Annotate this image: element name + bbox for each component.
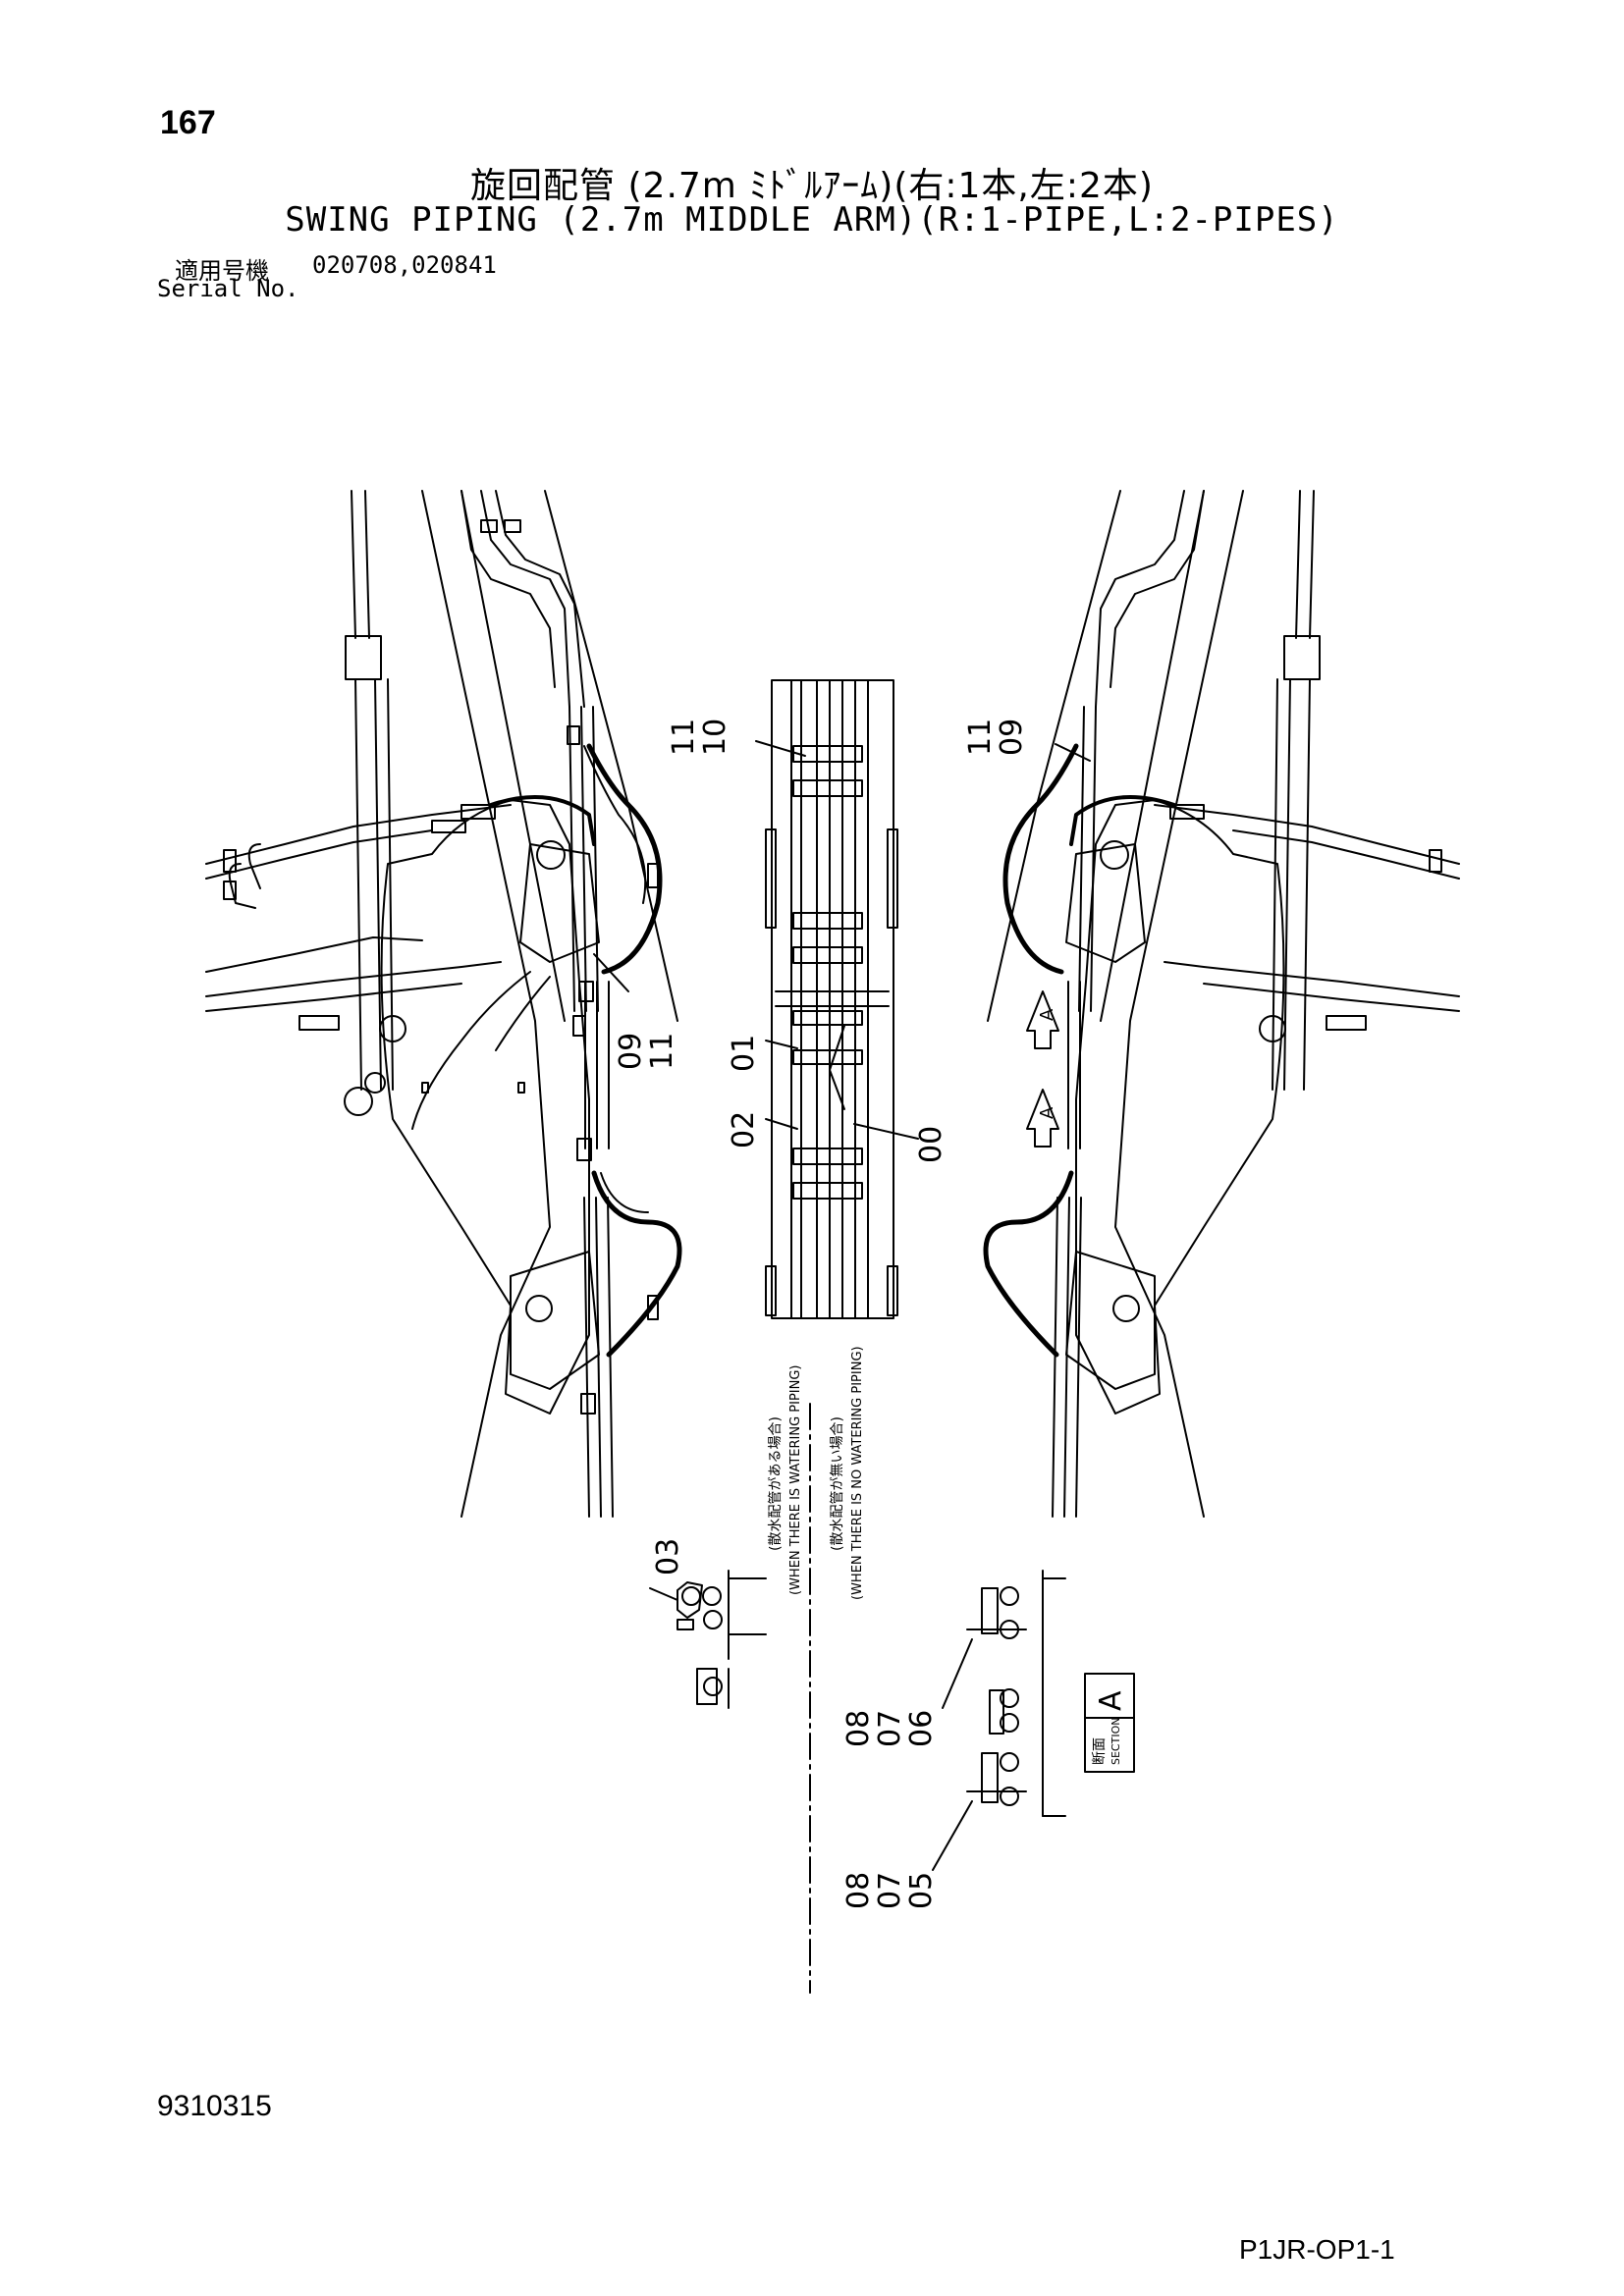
drawing-code: P1JR-OP1-1 bbox=[1239, 2234, 1395, 2265]
leader-02 bbox=[765, 1118, 798, 1130]
section-arrow-label-2: A bbox=[1037, 1106, 1057, 1119]
callout-00: 00 bbox=[914, 1126, 948, 1163]
callout-03: 03 bbox=[651, 1538, 685, 1575]
leader-09-11 bbox=[593, 953, 629, 992]
leader-00 bbox=[853, 1123, 919, 1140]
leader-01 bbox=[765, 1040, 798, 1049]
note-watering-jp: (散水配管がある場合) bbox=[768, 1416, 784, 1551]
left-boom-assembly bbox=[205, 490, 682, 1518]
leader-11-09 bbox=[1055, 743, 1091, 762]
section-arrow-a-2 bbox=[1026, 1089, 1059, 1148]
leader-11-10 bbox=[755, 740, 806, 757]
section-box-letter: A bbox=[1094, 1690, 1128, 1711]
page-number: 167 bbox=[160, 104, 216, 141]
callout-11-09: 11 09 bbox=[963, 709, 1029, 756]
callout-08-07-06: 08 07 06 bbox=[841, 1700, 939, 1747]
section-arrow-label-1: A bbox=[1037, 1008, 1057, 1021]
title-english: SWING PIPING (2.7m MIDDLE ARM)(R:1-PIPE,… bbox=[285, 200, 1339, 240]
right-boom-assembly bbox=[983, 490, 1460, 1518]
serial-label-japanese: 適用号機 bbox=[175, 257, 269, 285]
section-box-jp: 断面 bbox=[1092, 1737, 1108, 1765]
note-watering-en: (WHEN THERE IS WATERING PIPING) bbox=[788, 1365, 803, 1596]
callout-11-10: 11 10 bbox=[667, 709, 732, 756]
document-number: 9310315 bbox=[157, 2090, 272, 2122]
note-no-watering-en: (WHEN THERE IS NO WATERING PIPING) bbox=[850, 1346, 865, 1600]
section-box-en: SECTION bbox=[1110, 1718, 1122, 1765]
serial-label-english: Serial No. bbox=[157, 275, 299, 302]
callout-02: 02 bbox=[727, 1111, 761, 1148]
center-arm-piping bbox=[765, 679, 898, 1319]
section-box bbox=[1084, 1673, 1135, 1773]
detail-watering-piping bbox=[649, 1570, 767, 1709]
section-arrow-a-1 bbox=[1026, 990, 1059, 1049]
detail-no-watering-piping bbox=[932, 1570, 1066, 1871]
note-no-watering-jp: (散水配管が無い場合) bbox=[830, 1416, 845, 1551]
callout-09-11: 09 11 bbox=[614, 1023, 679, 1070]
serial-numbers: 020708,020841 bbox=[312, 251, 497, 279]
callout-08-07-05: 08 07 05 bbox=[841, 1862, 939, 1909]
title-japanese: 旋回配管 (2.7m ﾐﾄﾞﾙｱｰﾑ)(右:1本,左:2本) bbox=[470, 166, 1154, 206]
callout-01: 01 bbox=[727, 1035, 761, 1072]
